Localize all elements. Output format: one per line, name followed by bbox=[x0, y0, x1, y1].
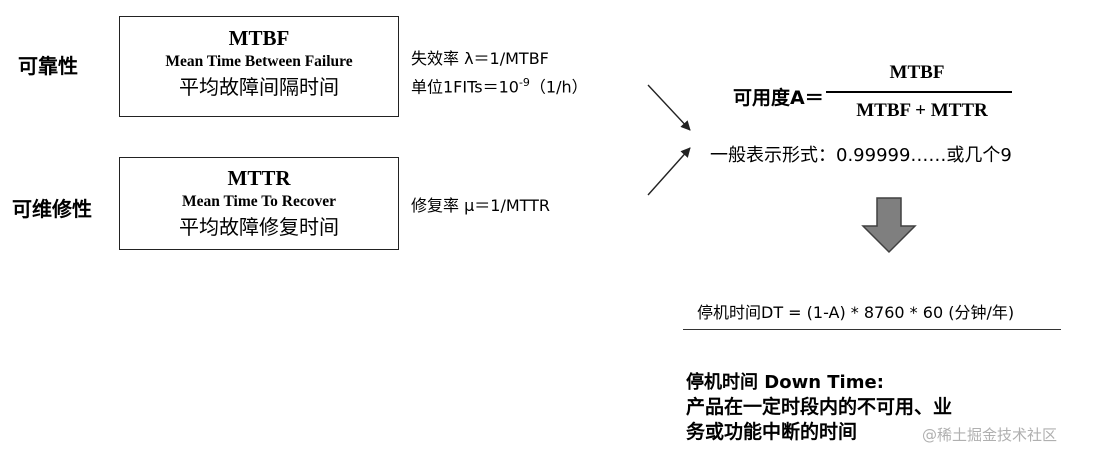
arrow-from-mttr bbox=[647, 147, 691, 196]
down-arrow-icon bbox=[861, 197, 917, 254]
reliability-label: 可靠性 bbox=[18, 54, 78, 78]
mtbf-abbr: MTBF bbox=[228, 26, 290, 50]
fraction-bar bbox=[826, 91, 1012, 93]
watermark: @稀土掘金技术社区 bbox=[922, 426, 1058, 444]
mtbf-full-name: Mean Time Between Failure bbox=[165, 53, 353, 70]
mttr-box: MTTR Mean Time To Recover 平均故障修复时间 bbox=[119, 157, 399, 250]
mttr-abbr: MTTR bbox=[227, 166, 291, 190]
mttr-chinese-name: 平均故障修复时间 bbox=[179, 215, 339, 239]
downtime-description-line1: 产品在一定时段内的不可用、业 bbox=[686, 396, 953, 418]
downtime-description-line2: 务或功能中断的时间 bbox=[686, 421, 858, 443]
fit-unit-note: 单位1FITs＝10-9（1/h） bbox=[411, 72, 588, 98]
availability-label: 可用度A＝ bbox=[733, 87, 824, 109]
downtime-underline bbox=[683, 329, 1061, 330]
mttr-full-name: Mean Time To Recover bbox=[182, 193, 336, 210]
availability-denominator: MTBF + MTTR bbox=[856, 100, 988, 121]
failure-rate-note: 失效率 λ＝1/MTBF bbox=[411, 49, 549, 68]
mtbf-box: MTBF Mean Time Between Failure 平均故障间隔时间 bbox=[119, 16, 399, 117]
mtbf-chinese-name: 平均故障间隔时间 bbox=[179, 75, 339, 99]
downtime-formula: 停机时间DT = (1-A) * 8760 * 60 (分钟/年) bbox=[697, 303, 1015, 322]
fit-unit-exponent: -9 bbox=[518, 76, 530, 89]
availability-numerator: MTBF bbox=[889, 62, 945, 83]
maintainability-label: 可维修性 bbox=[12, 197, 92, 221]
general-form-text: 一般表示形式：0.99999……或几个9 bbox=[710, 145, 1012, 166]
fit-unit-prefix: 单位1FITs＝10 bbox=[411, 77, 519, 97]
downtime-title: 停机时间 Down Time: bbox=[686, 372, 884, 393]
repair-rate-note: 修复率 μ＝1/MTTR bbox=[411, 196, 551, 215]
arrow-from-mtbf bbox=[647, 84, 691, 131]
fit-unit-suffix: （1/h） bbox=[529, 77, 588, 97]
